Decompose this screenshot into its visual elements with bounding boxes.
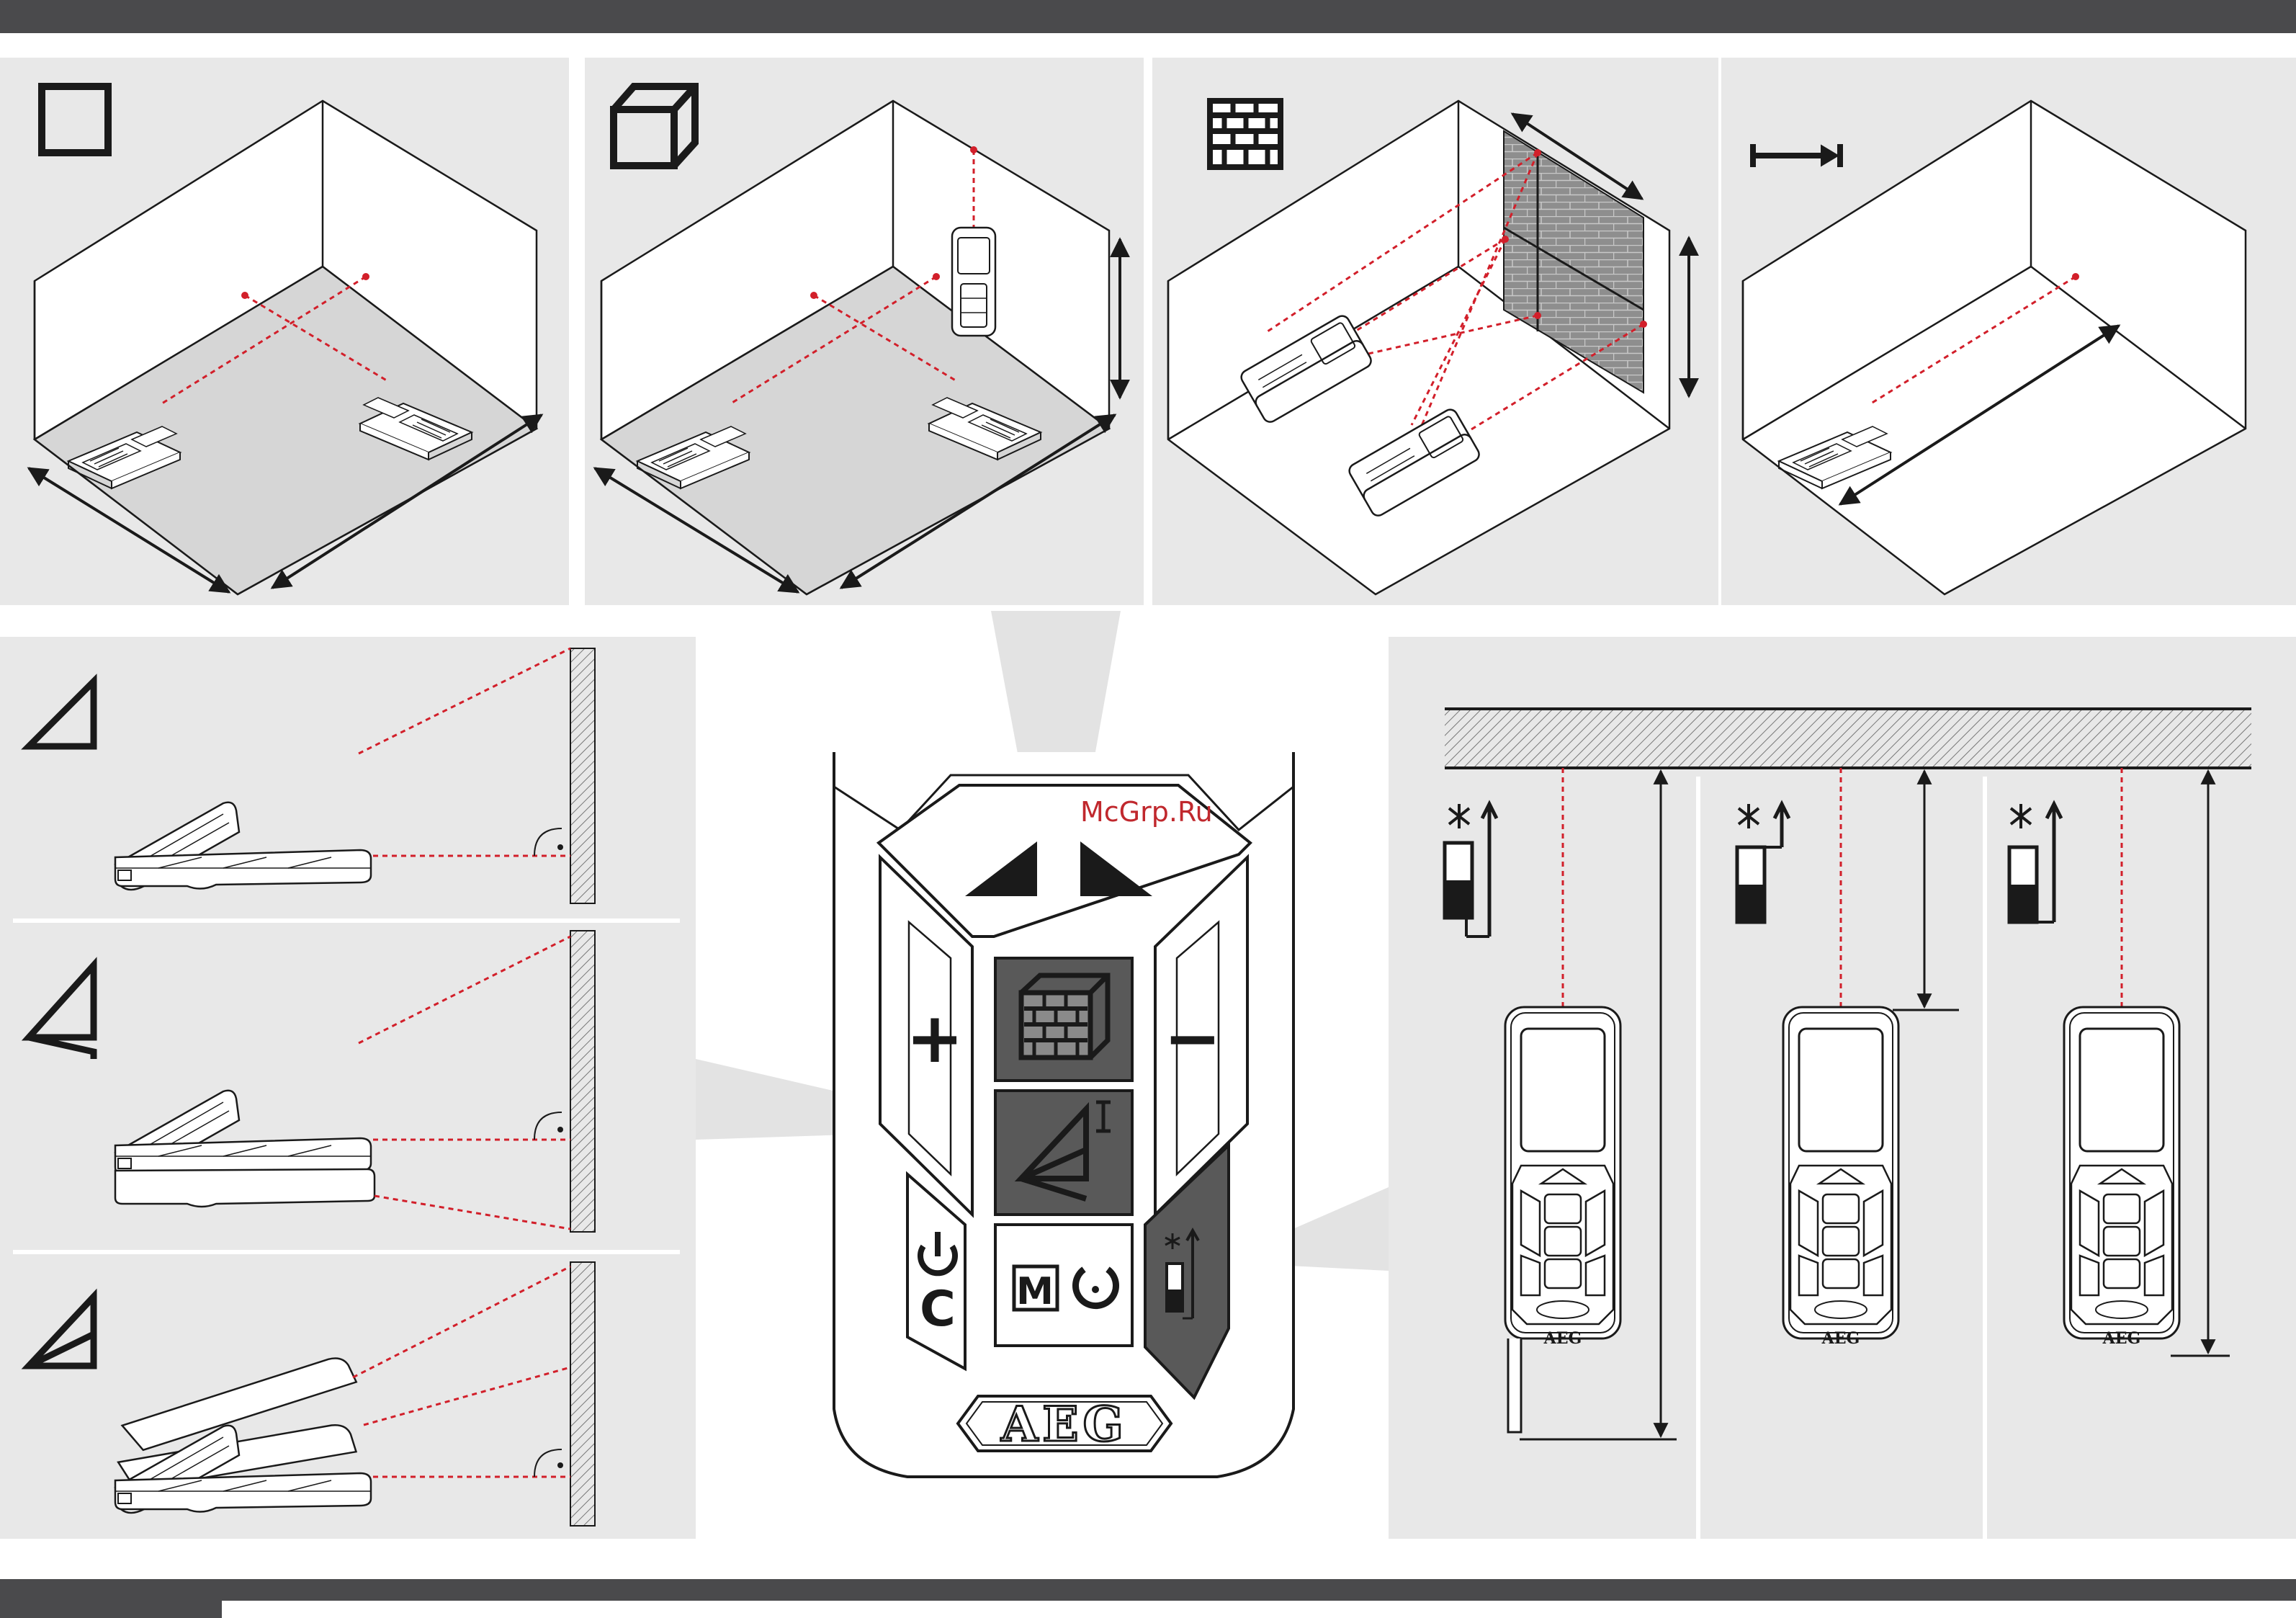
bottom-strip — [222, 1601, 2296, 1618]
device-logo-3: AEG — [2102, 1329, 2141, 1348]
panel-distance — [1721, 58, 2296, 605]
brand-logo: AEG — [1000, 1396, 1128, 1452]
watermark-text: McGrp.Ru — [1080, 796, 1213, 828]
clear-key-label: C — [920, 1281, 956, 1338]
panel-pythagoras — [0, 637, 696, 1539]
panel-reference-plane — [1389, 637, 2296, 1539]
plus-key-label: + — [906, 998, 964, 1078]
panel-wall-area — [1152, 58, 1718, 605]
top-band — [0, 0, 2296, 33]
minus-key-label: − — [1164, 998, 1221, 1078]
panel-area — [0, 58, 569, 605]
wall-area-mode-icon — [1210, 101, 1281, 167]
pythagoras-key — [995, 1091, 1132, 1215]
device-logo-1: AEG — [1543, 1329, 1582, 1348]
memory-key-label: M — [1016, 1270, 1054, 1313]
device-logo-2: AEG — [1821, 1329, 1860, 1348]
keypad-detail: + − C M — [696, 611, 1389, 1477]
panel-volume — [585, 58, 1144, 605]
